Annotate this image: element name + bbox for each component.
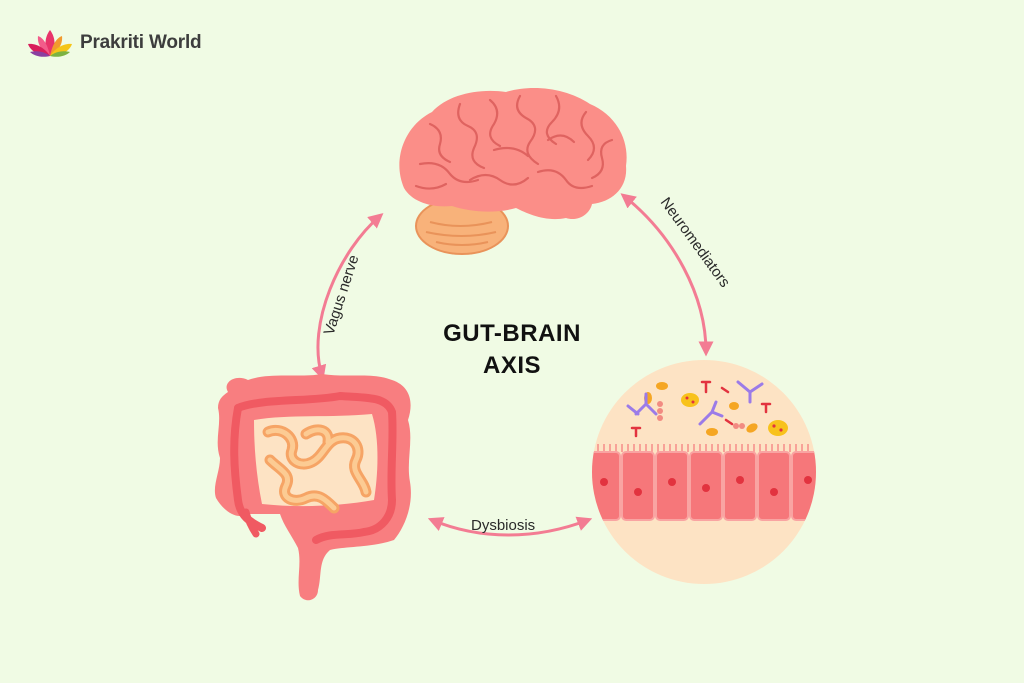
diagram-title: GUT-BRAIN AXIS: [412, 318, 612, 382]
microbes: [626, 380, 788, 438]
brain-icon: [399, 88, 627, 255]
title-line-2: AXIS: [482, 352, 541, 379]
vagus-nerve-arrow: [311, 213, 384, 381]
neuromediators-arrow: [620, 193, 714, 357]
intestine-icon: [214, 374, 411, 601]
dysbiosis-arrow: [427, 516, 593, 537]
title-line-1: GUT-BRAIN: [443, 320, 581, 347]
brand-name: Prakriti World: [80, 32, 202, 53]
cerebrum: [399, 88, 627, 220]
microvilli: [597, 444, 809, 452]
brand-logo: Prakriti World: [26, 28, 202, 58]
gut-lining-icon: [592, 360, 816, 584]
cell-nuclei: [600, 476, 812, 496]
lotus-logo-icon: [28, 30, 72, 57]
dysbiosis-label: Dysbiosis: [471, 517, 535, 534]
